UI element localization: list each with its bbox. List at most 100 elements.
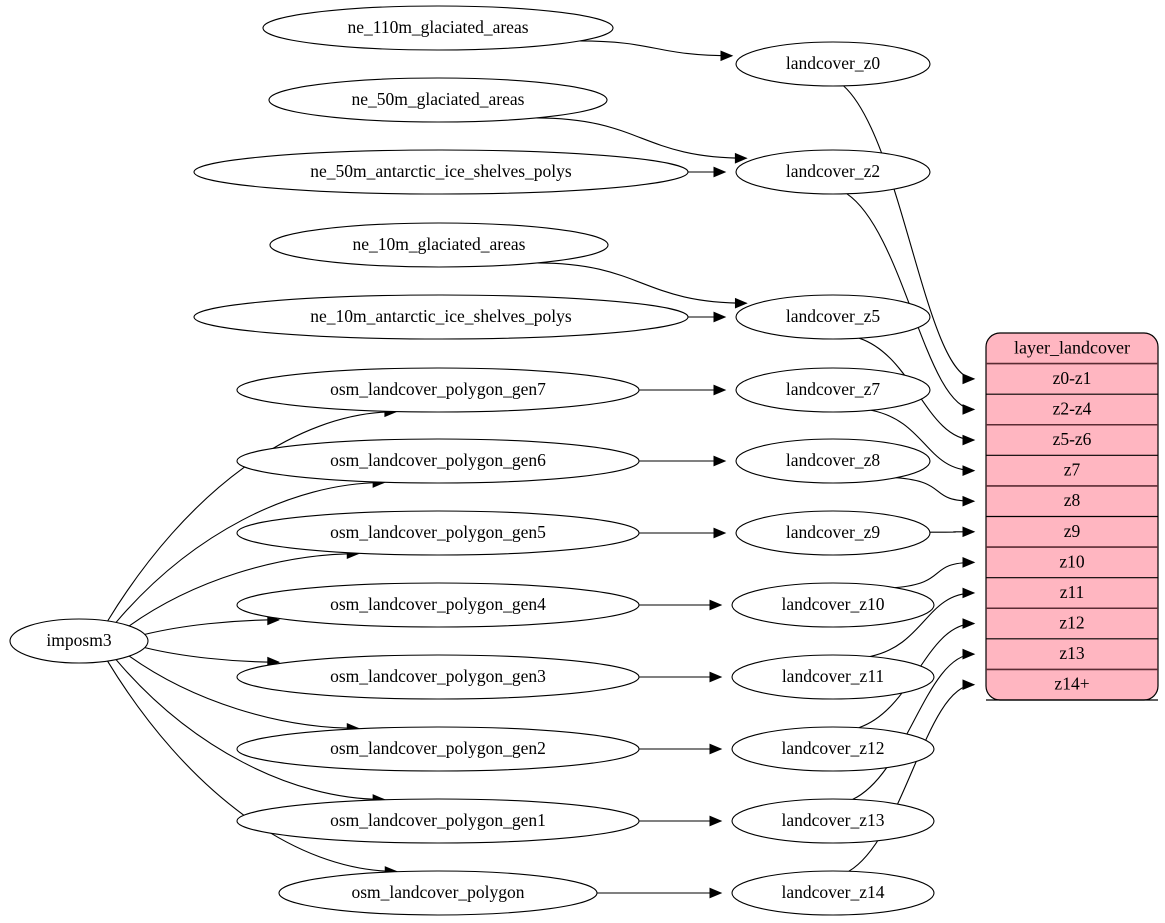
edge-ne_110m_glaciated_areas-to-landcover_z0 [579,40,732,57]
node-label: osm_landcover_polygon [351,882,524,902]
node-label: ne_50m_antarctic_ice_shelves_polys [310,161,572,181]
edge-landcover_z11-to-row-z11 [869,592,975,658]
node-label: osm_landcover_polygon_gen5 [330,522,546,542]
node-ne_50m_glaciated_areas[interactable]: ne_50m_glaciated_areas [268,77,608,123]
node-ne_50m_antarctic_ice_shelves_polys[interactable]: ne_50m_antarctic_ice_shelves_polys [193,149,689,195]
node-label: landcover_z13 [781,810,884,830]
table-row-z2-z4[interactable]: z2-z4 [1053,398,1092,418]
node-osm_landcover_polygon_gen6[interactable]: osm_landcover_polygon_gen6 [236,438,640,484]
node-landcover_z10[interactable]: landcover_z10 [731,582,935,628]
node-landcover_z9[interactable]: landcover_z9 [735,510,931,556]
edge-landcover_z10-to-row-z10 [894,561,975,589]
node-label: landcover_z2 [786,161,880,181]
node-ne_110m_glaciated_areas[interactable]: ne_110m_glaciated_areas [262,5,614,51]
table-row-z14+[interactable]: z14+ [1054,674,1089,694]
edge-landcover_z14-to-row-z14+ [848,684,975,872]
node-shape-table-source [236,798,640,844]
table-header-label: layer_landcover [1014,337,1130,357]
table-row-z8[interactable]: z8 [1064,490,1081,510]
node-landcover_z0[interactable]: landcover_z0 [735,41,931,87]
table-row-z5-z6[interactable]: z5-z6 [1053,429,1092,449]
node-shape-layer [735,149,931,195]
table-row-z7[interactable]: z7 [1064,460,1081,480]
node-shape-layer [735,294,931,340]
node-label: osm_landcover_polygon_gen7 [330,379,546,399]
edge-arrowhead [962,404,976,415]
node-shape-table-source [268,77,608,123]
node-shape-source [9,618,149,664]
node-shape-table-source [193,149,689,195]
table-row-z11[interactable]: z11 [1060,582,1085,602]
node-imposm3[interactable]: imposm3 [9,618,149,664]
node-landcover_z8[interactable]: landcover_z8 [735,438,931,484]
node-shape-layer [735,438,931,484]
node-label: imposm3 [46,630,111,650]
node-shape-layer [731,726,935,772]
edge-arrowhead [962,618,976,629]
node-label: ne_50m_glaciated_areas [352,89,525,109]
node-label: landcover_z5 [786,306,881,326]
edge-arrowhead [709,887,723,899]
edge-ne_50m_glaciated_areas-to-landcover_z2 [536,117,747,159]
node-landcover_z14[interactable]: landcover_z14 [731,870,935,916]
table-row-z9[interactable]: z9 [1064,521,1081,541]
edge-arrowhead [962,648,976,660]
table-row-z13[interactable]: z13 [1059,643,1085,663]
node-shape-layer [731,654,935,700]
node-label: ne_110m_glaciated_areas [347,17,528,37]
node-osm_landcover_polygon_gen4[interactable]: osm_landcover_polygon_gen4 [236,582,640,628]
node-osm_landcover_polygon_gen3[interactable]: osm_landcover_polygon_gen3 [236,654,640,700]
edge-landcover_z8-to-row-z8 [896,477,975,502]
edge-arrowhead [713,166,727,178]
edge-arrowhead [962,495,976,507]
node-label: ne_10m_antarctic_ice_shelves_polys [310,306,572,326]
node-shape-layer [731,870,935,916]
node-shape-table-source [236,726,640,772]
node-shape-table-source [236,438,640,484]
edge-arrowhead [734,297,748,309]
edge-landcover_z13-to-row-z13 [852,653,975,800]
edge-imposm3-to-osm_landcover_polygon_gen3 [144,647,279,663]
node-label: landcover_z10 [781,594,884,614]
node-landcover_z12[interactable]: landcover_z12 [731,726,935,772]
node-label: landcover_z8 [786,450,881,470]
edge-landcover_z7-to-row-z7 [871,409,975,472]
edge-imposm3-to-osm_landcover_polygon_gen1 [115,659,385,801]
edge-arrowhead [962,587,976,599]
edge-landcover_z0-to-row-z0-z1 [843,85,975,380]
edge-arrowhead [962,373,976,385]
edge-arrowhead [709,599,723,611]
edge-arrowhead [713,384,727,396]
node-osm_landcover_polygon_gen7[interactable]: osm_landcover_polygon_gen7 [236,367,640,413]
node-shape-table-source [236,367,640,413]
edge-arrowhead [713,311,727,323]
node-landcover_z7[interactable]: landcover_z7 [735,367,931,413]
node-shape-layer [735,41,931,87]
edge-arrowhead [713,527,727,539]
node-osm_landcover_polygon[interactable]: osm_landcover_polygon [278,870,598,916]
node-landcover_z5[interactable]: landcover_z5 [735,294,931,340]
table-row-z0-z1[interactable]: z0-z1 [1053,368,1092,388]
node-landcover_z2[interactable]: landcover_z2 [735,149,931,195]
node-landcover_z13[interactable]: landcover_z13 [731,798,935,844]
table-row-z10[interactable]: z10 [1059,551,1085,571]
node-ne_10m_glaciated_areas[interactable]: ne_10m_glaciated_areas [269,222,609,268]
edge-arrowhead [962,434,976,446]
edge-imposm3-to-osm_landcover_polygon_gen2 [128,655,359,729]
edge-arrowhead [709,815,723,827]
node-ne_10m_antarctic_ice_shelves_polys[interactable]: ne_10m_antarctic_ice_shelves_polys [193,294,689,340]
edge-arrowhead [713,455,727,467]
node-osm_landcover_polygon_gen1[interactable]: osm_landcover_polygon_gen1 [236,798,640,844]
node-label: osm_landcover_polygon_gen2 [330,738,546,758]
node-shape-layer [735,367,931,413]
edge-imposm3-to-osm_landcover_polygon_gen6 [115,481,385,623]
edge-arrowhead [734,152,748,164]
table-row-z12[interactable]: z12 [1059,613,1084,633]
node-landcover_z11[interactable]: landcover_z11 [731,654,935,700]
node-label: osm_landcover_polygon_gen6 [330,450,546,470]
node-osm_landcover_polygon_gen5[interactable]: osm_landcover_polygon_gen5 [236,510,640,556]
node-osm_landcover_polygon_gen2[interactable]: osm_landcover_polygon_gen2 [236,726,640,772]
edge-imposm3-to-osm_landcover_polygon_gen7 [107,411,396,622]
